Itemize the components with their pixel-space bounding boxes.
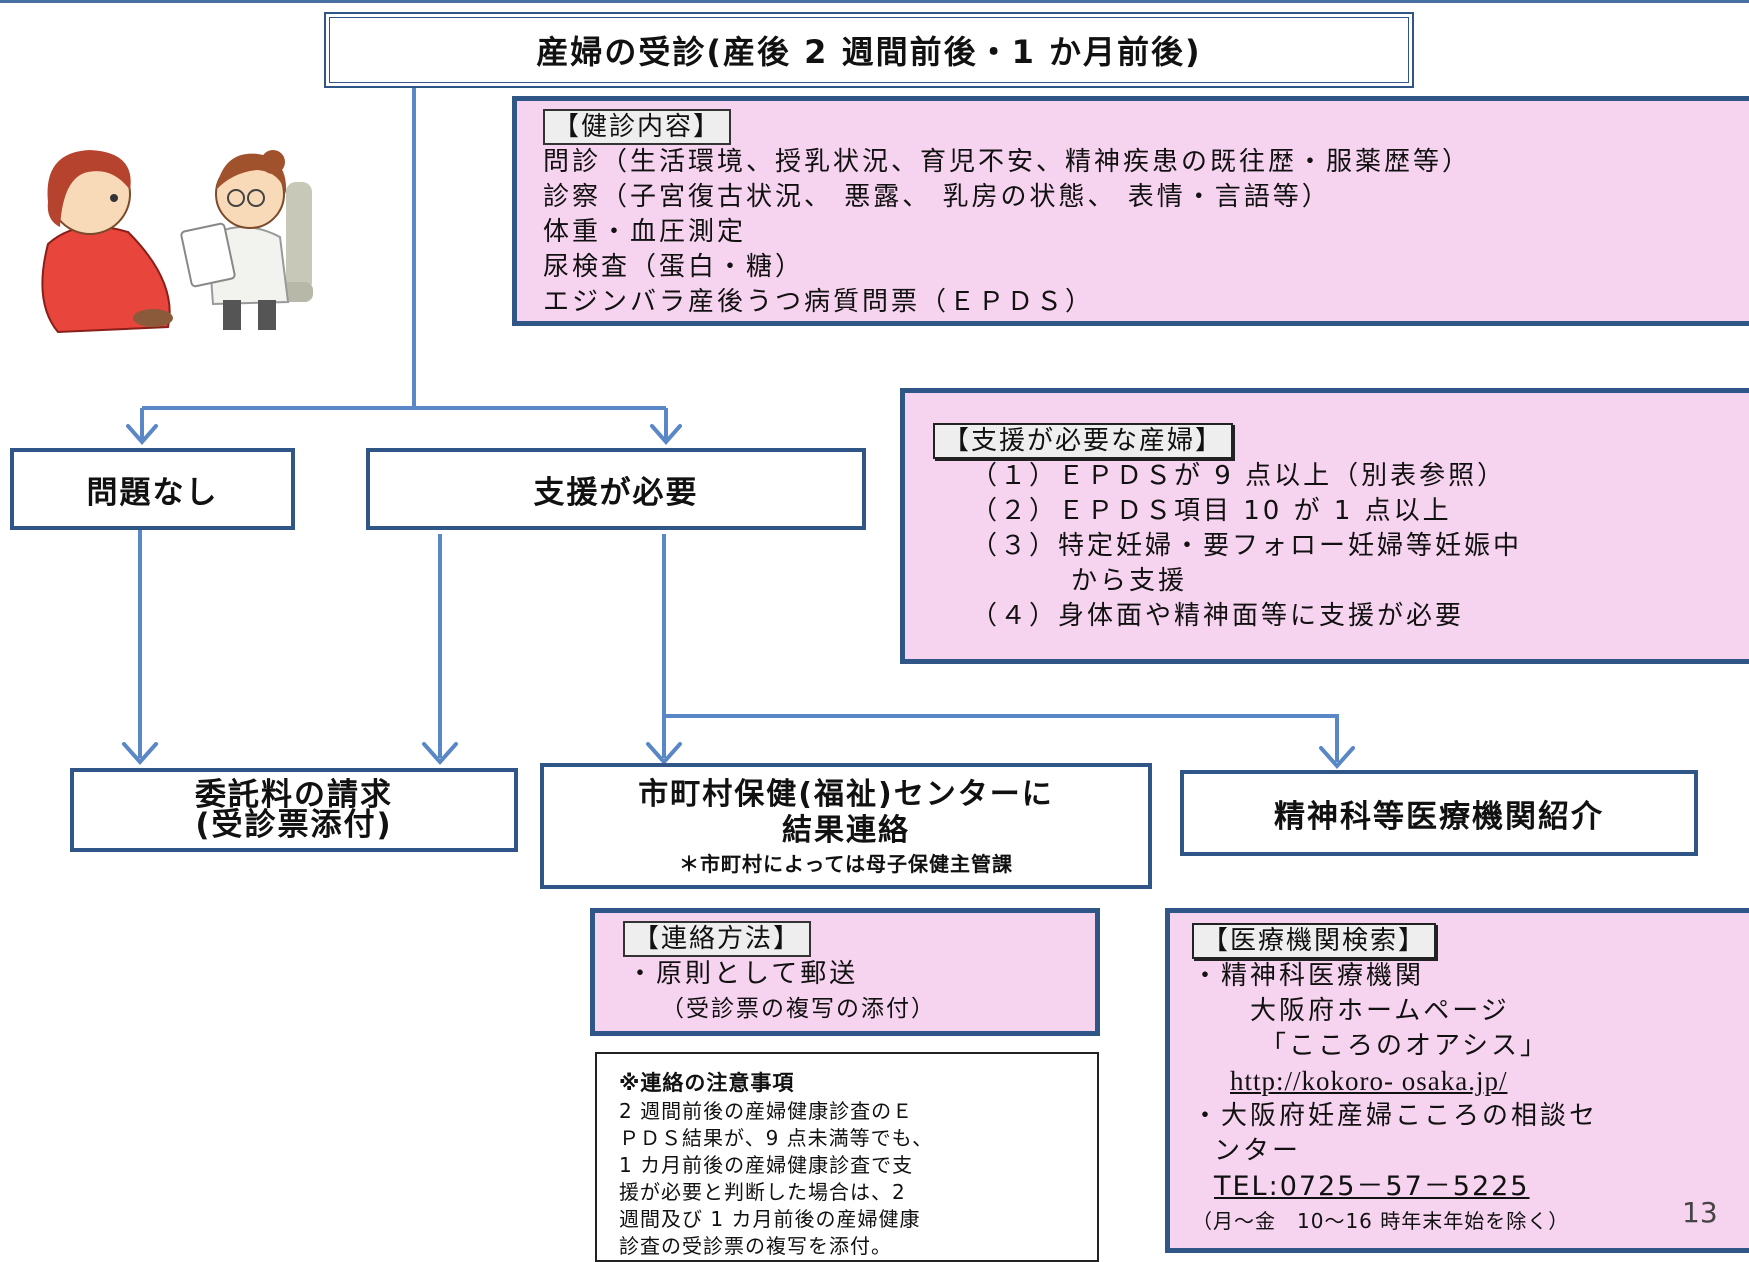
no-problem-box: 問題なし [10,448,295,530]
connector-support-to-referral [664,714,1339,762]
support-needed-box: 支援が必要 [366,448,866,530]
top-rule [0,0,1749,3]
checkup-item: 体重・血圧測定 [543,217,747,247]
patient-eye [110,194,118,202]
arrow-head-icon [1319,746,1355,770]
clipboard-icon [180,222,236,288]
contact-notice-heading: ※連絡の注意事項 [619,1071,795,1095]
referral-box: 精神科等医療機関紹介 [1180,770,1698,856]
support-criteria-box: 【支援が必要な産婦】 （１）ＥＰＤＳが 9 点以上（別表参照） （２）ＥＰＤＳ項… [900,388,1749,664]
contact-notice-line: 1 カ月前後の産婦健康診査で支 [619,1153,914,1177]
checkup-item: 問診（生活環境、授乳状況、育児不安、精神疾患の既往歴・服薬歴等） [543,147,1472,177]
contact-method-heading: 【連絡方法】 [623,921,812,957]
municipal-line: 結果連絡 [782,813,910,848]
arrow-head-icon [422,742,458,766]
contact-method-box: 【連絡方法】 ・原則として郵送 （受診票の複写の添付） [590,908,1100,1036]
support-needed-label: 支援が必要 [533,474,699,511]
chair-back [286,182,312,292]
glasses-icon [227,189,245,207]
flow-title: 産婦の受診(産後 2 週間前後・1 か月前後) [324,12,1414,88]
medical-search-item: 大阪府ホームページ [1250,996,1510,1026]
medical-search-item: ンター [1214,1136,1302,1166]
medical-search-item: ・大阪府妊産婦こころの相談セ [1192,1101,1599,1131]
medical-search-box: 【医療機関検索】 ・精神科医療機関 大阪府ホームページ 「こころのオアシス」 h… [1165,908,1749,1253]
support-criteria-item: （４）身体面や精神面等に支援が必要 [971,601,1465,631]
municipal-box: 市町村保健(福祉)センターに 結果連絡 ＊市町村によっては母子保健主管課 [540,763,1152,889]
no-problem-label: 問題なし [86,474,219,511]
doctor-hair-bun [261,150,285,174]
billing-box: 委託料の請求 (受診票添付) [70,768,518,852]
municipal-line: 市町村保健(福祉)センターに [638,777,1054,812]
contact-notice-line: 援が必要と判断した場合は、2 [619,1180,906,1204]
support-criteria-heading: 【支援が必要な産婦】 [933,423,1234,459]
flow-title-text: 産婦の受診(産後 2 週間前後・1 か月前後) [536,33,1202,71]
contact-method-item: ・原則として郵送 [627,959,859,989]
arrow-head-icon [126,424,158,446]
checkup-item: 尿検査（蛋白・糖） [543,252,805,282]
billing-line: 委託料の請求 [195,777,393,813]
consultation-phone-link[interactable]: TEL:0725－57－5225 [1214,1171,1530,1202]
patient-shoe [133,309,173,327]
glasses-icon [247,189,265,207]
support-criteria-item: （１）ＥＰＤＳが 9 点以上（別表参照） [971,461,1507,491]
arrow-head-icon [646,742,682,766]
kokoro-oasis-link[interactable]: http://kokoro- osaka.jp/ [1230,1066,1508,1096]
municipal-note: ＊市町村によっては母子保健主管課 [679,852,1013,876]
referral-label: 精神科等医療機関紹介 [1274,798,1604,835]
medical-search-heading: 【医療機関検索】 [1192,923,1437,959]
checkup-content-box: 【健診内容】 問診（生活環境、授乳状況、育児不安、精神疾患の既往歴・服薬歴等） … [512,96,1749,326]
patient-hair [47,150,131,227]
contact-notice-line: ＰＤＳ結果が、9 点未満等でも、 [619,1126,934,1150]
arrow-head-icon [650,424,682,446]
billing-line: (受診票添付) [195,807,393,843]
checkup-heading: 【健診内容】 [543,109,732,145]
doctor-leg [258,300,276,330]
checkup-item: 診察（子宮復古状況、 悪露、 乳房の状態、 表情・言語等） [543,182,1331,212]
support-criteria-item: から支援 [1071,566,1188,596]
medical-search-hours: （月～金 10～16 時年末年始を除く） [1192,1209,1570,1233]
contact-notice-line: 週間及び 1 カ月前後の産婦健康 [619,1207,921,1231]
checkup-item: エジンバラ産後うつ病質問票（ＥＰＤＳ） [543,287,1095,317]
contact-method-item: （受診票の複写の添付） [661,996,936,1022]
doctor-leg [223,300,241,330]
medical-search-item: 「こころのオアシス」 [1260,1031,1549,1061]
arrow-head-icon [122,742,158,766]
page-number: 13 [1682,1196,1718,1229]
medical-search-item: ・精神科医療機関 [1192,961,1425,991]
contact-notice-line: 2 週間前後の産婦健康診査のＥ [619,1099,914,1123]
contact-notice-box: ※連絡の注意事項 2 週間前後の産婦健康診査のＥ ＰＤＳ結果が、9 点未満等でも… [595,1052,1099,1262]
support-criteria-item: （３）特定妊婦・要フォロー妊婦等妊娠中 [971,531,1523,561]
contact-notice-line: 診査の受診票の複写を添付。 [619,1234,892,1258]
support-criteria-item: （２）ＥＰＤＳ項目 10 が 1 点以上 [971,496,1452,526]
consultation-illustration [41,150,313,334]
